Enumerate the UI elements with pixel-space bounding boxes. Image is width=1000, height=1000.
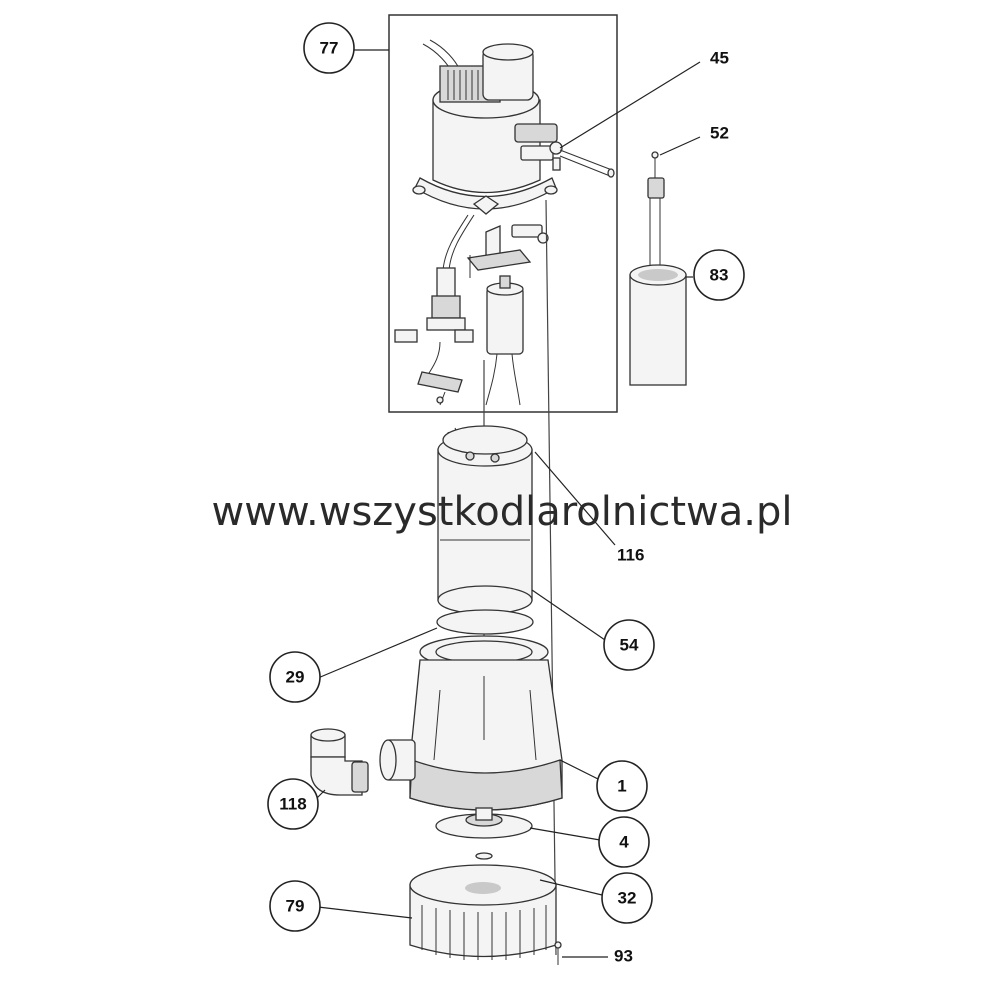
leader-32: [539, 879, 603, 896]
label-45: 45: [710, 49, 729, 68]
switch-bracket-drawing: [514, 123, 615, 178]
svg-text:83: 83: [710, 266, 729, 285]
stator-drawing: [437, 425, 533, 640]
tie-rod-line: [545, 199, 557, 956]
leader-45: [559, 61, 701, 149]
svg-text:29: 29: [286, 668, 305, 687]
callout-54: 54: [603, 619, 655, 671]
cable-gland-drawing: [394, 214, 549, 406]
svg-text:32: 32: [618, 889, 637, 908]
leader-52: [659, 136, 701, 156]
assembly-77-frame: [388, 14, 618, 413]
svg-text:54: 54: [620, 636, 639, 655]
callout-1: 1: [596, 760, 648, 812]
watermark-text: www.wszystkodlarolnictwa.pl: [212, 489, 793, 535]
capacitor-drawing: [485, 275, 524, 406]
elbow-fitting-drawing: [310, 728, 369, 796]
svg-text:4: 4: [619, 833, 629, 852]
pump-housing-drawing: [379, 635, 563, 811]
svg-text:79: 79: [286, 897, 305, 916]
svg-text:118: 118: [279, 795, 306, 814]
leader-4: [529, 827, 601, 841]
callout-79: 79: [269, 880, 321, 932]
impeller-drawing: [435, 807, 533, 860]
motor-cap-drawing: [412, 39, 558, 215]
label-52: 52: [710, 124, 729, 143]
callout-29: 29: [269, 651, 321, 703]
leader-79: [317, 906, 413, 919]
leader-29: [317, 627, 438, 679]
leader-54: [531, 589, 606, 641]
callout-77: 77: [303, 22, 355, 74]
callout-32: 32: [601, 872, 653, 924]
callout-118: 118: [267, 778, 319, 830]
svg-text:77: 77: [320, 39, 339, 58]
screw-93-drawing: [554, 941, 562, 965]
leader-116: [534, 451, 616, 546]
label-116: 116: [617, 546, 644, 565]
callout-83: 83: [693, 249, 745, 301]
leader-1: [559, 759, 601, 781]
o-ring-29-drawing: [436, 609, 534, 635]
float-switch-drawing: [629, 151, 687, 386]
callout-4: 4: [598, 816, 650, 868]
label-93: 93: [614, 947, 633, 966]
svg-text:1: 1: [617, 777, 626, 796]
base-cover-drawing: [409, 864, 557, 960]
